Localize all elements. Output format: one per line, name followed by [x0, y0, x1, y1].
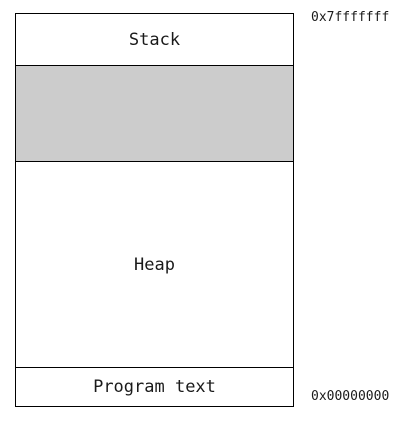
program-text-label: Program text — [93, 377, 216, 397]
program-text-segment: Program text — [16, 368, 293, 406]
top-address-label: 0x7fffffff — [311, 10, 390, 25]
heap-label: Heap — [134, 254, 175, 275]
heap-segment: Heap — [16, 162, 293, 368]
bottom-address-label: 0x00000000 — [311, 389, 390, 404]
stack-label: Stack — [128, 29, 181, 50]
stack-segment: Stack — [16, 14, 293, 66]
memory-layout-diagram: Stack Heap Program text — [15, 13, 294, 407]
unused-region — [16, 66, 293, 162]
